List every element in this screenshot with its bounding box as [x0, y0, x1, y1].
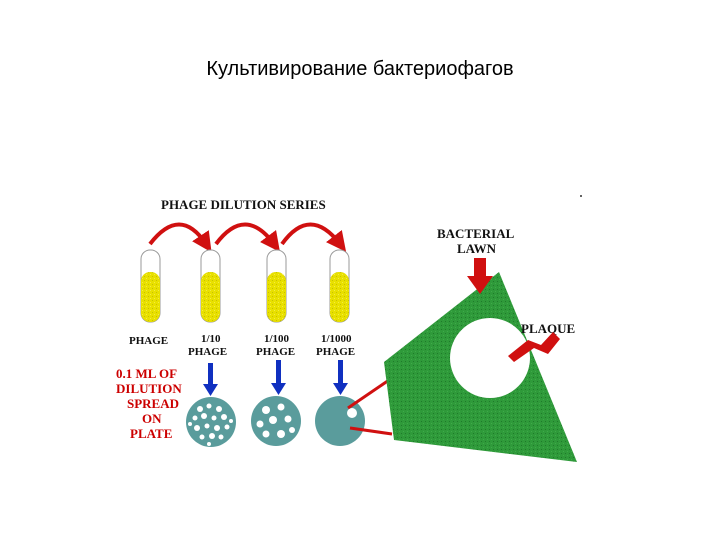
series-title: PHAGE DILUTION SERIES	[161, 197, 326, 212]
plaque-arrow	[508, 332, 560, 362]
lawn-arrow	[467, 258, 493, 294]
slide-title: Культивирование бактериофагов	[206, 58, 514, 80]
plaque-label: PLAQUE	[521, 321, 575, 336]
svg-text:0.1 ML OF: 0.1 ML OF	[116, 366, 177, 381]
plate-2	[251, 396, 301, 446]
tube-1-10	[200, 249, 221, 323]
transfer-arrow-1	[148, 222, 212, 253]
plate-3	[315, 396, 365, 446]
tube-label-1-10-line1: 1/10	[201, 333, 221, 345]
spread-label: 0.1 ML OF DILUTION SPREAD ON PLATE	[116, 366, 182, 441]
spread-arrow-3	[333, 360, 348, 395]
tube-label-1-100-line2: PHAGE	[256, 346, 295, 358]
tube-labels: PHAGE 1/10 PHAGE 1/100 PHAGE 1/1000 PHAG…	[129, 333, 355, 358]
tube-label-1-1000-line2: PHAGE	[316, 346, 355, 358]
svg-text:PLATE: PLATE	[130, 426, 172, 441]
dot-mark	[580, 195, 582, 197]
spread-arrow-1	[203, 363, 218, 396]
tube-phage	[140, 249, 161, 323]
tube-label-1-1000-line1: 1/1000	[321, 333, 352, 345]
tube-label-phage: PHAGE	[129, 335, 168, 347]
tube-1-1000	[329, 249, 350, 323]
spread-arrows	[203, 360, 348, 396]
svg-text:SPREAD: SPREAD	[127, 396, 179, 411]
tube-1-100	[266, 249, 287, 323]
test-tubes	[140, 249, 350, 323]
plate-1	[186, 397, 236, 447]
bacterial-lawn-enlarged	[384, 272, 577, 462]
svg-text:LAWN: LAWN	[457, 241, 497, 256]
tube-label-1-100-line1: 1/100	[264, 333, 290, 345]
zoom-lines	[347, 376, 393, 436]
tube-label-1-10-line2: PHAGE	[188, 346, 227, 358]
transfer-arrow-2	[214, 222, 280, 253]
transfer-arrows	[148, 222, 347, 253]
spread-arrow-2	[271, 360, 286, 395]
svg-text:DILUTION: DILUTION	[116, 381, 182, 396]
transfer-arrow-3	[280, 222, 347, 252]
lawn-label: BACTERIAL LAWN	[437, 226, 515, 256]
svg-text:BACTERIAL: BACTERIAL	[437, 226, 515, 241]
svg-text:ON: ON	[142, 411, 162, 426]
